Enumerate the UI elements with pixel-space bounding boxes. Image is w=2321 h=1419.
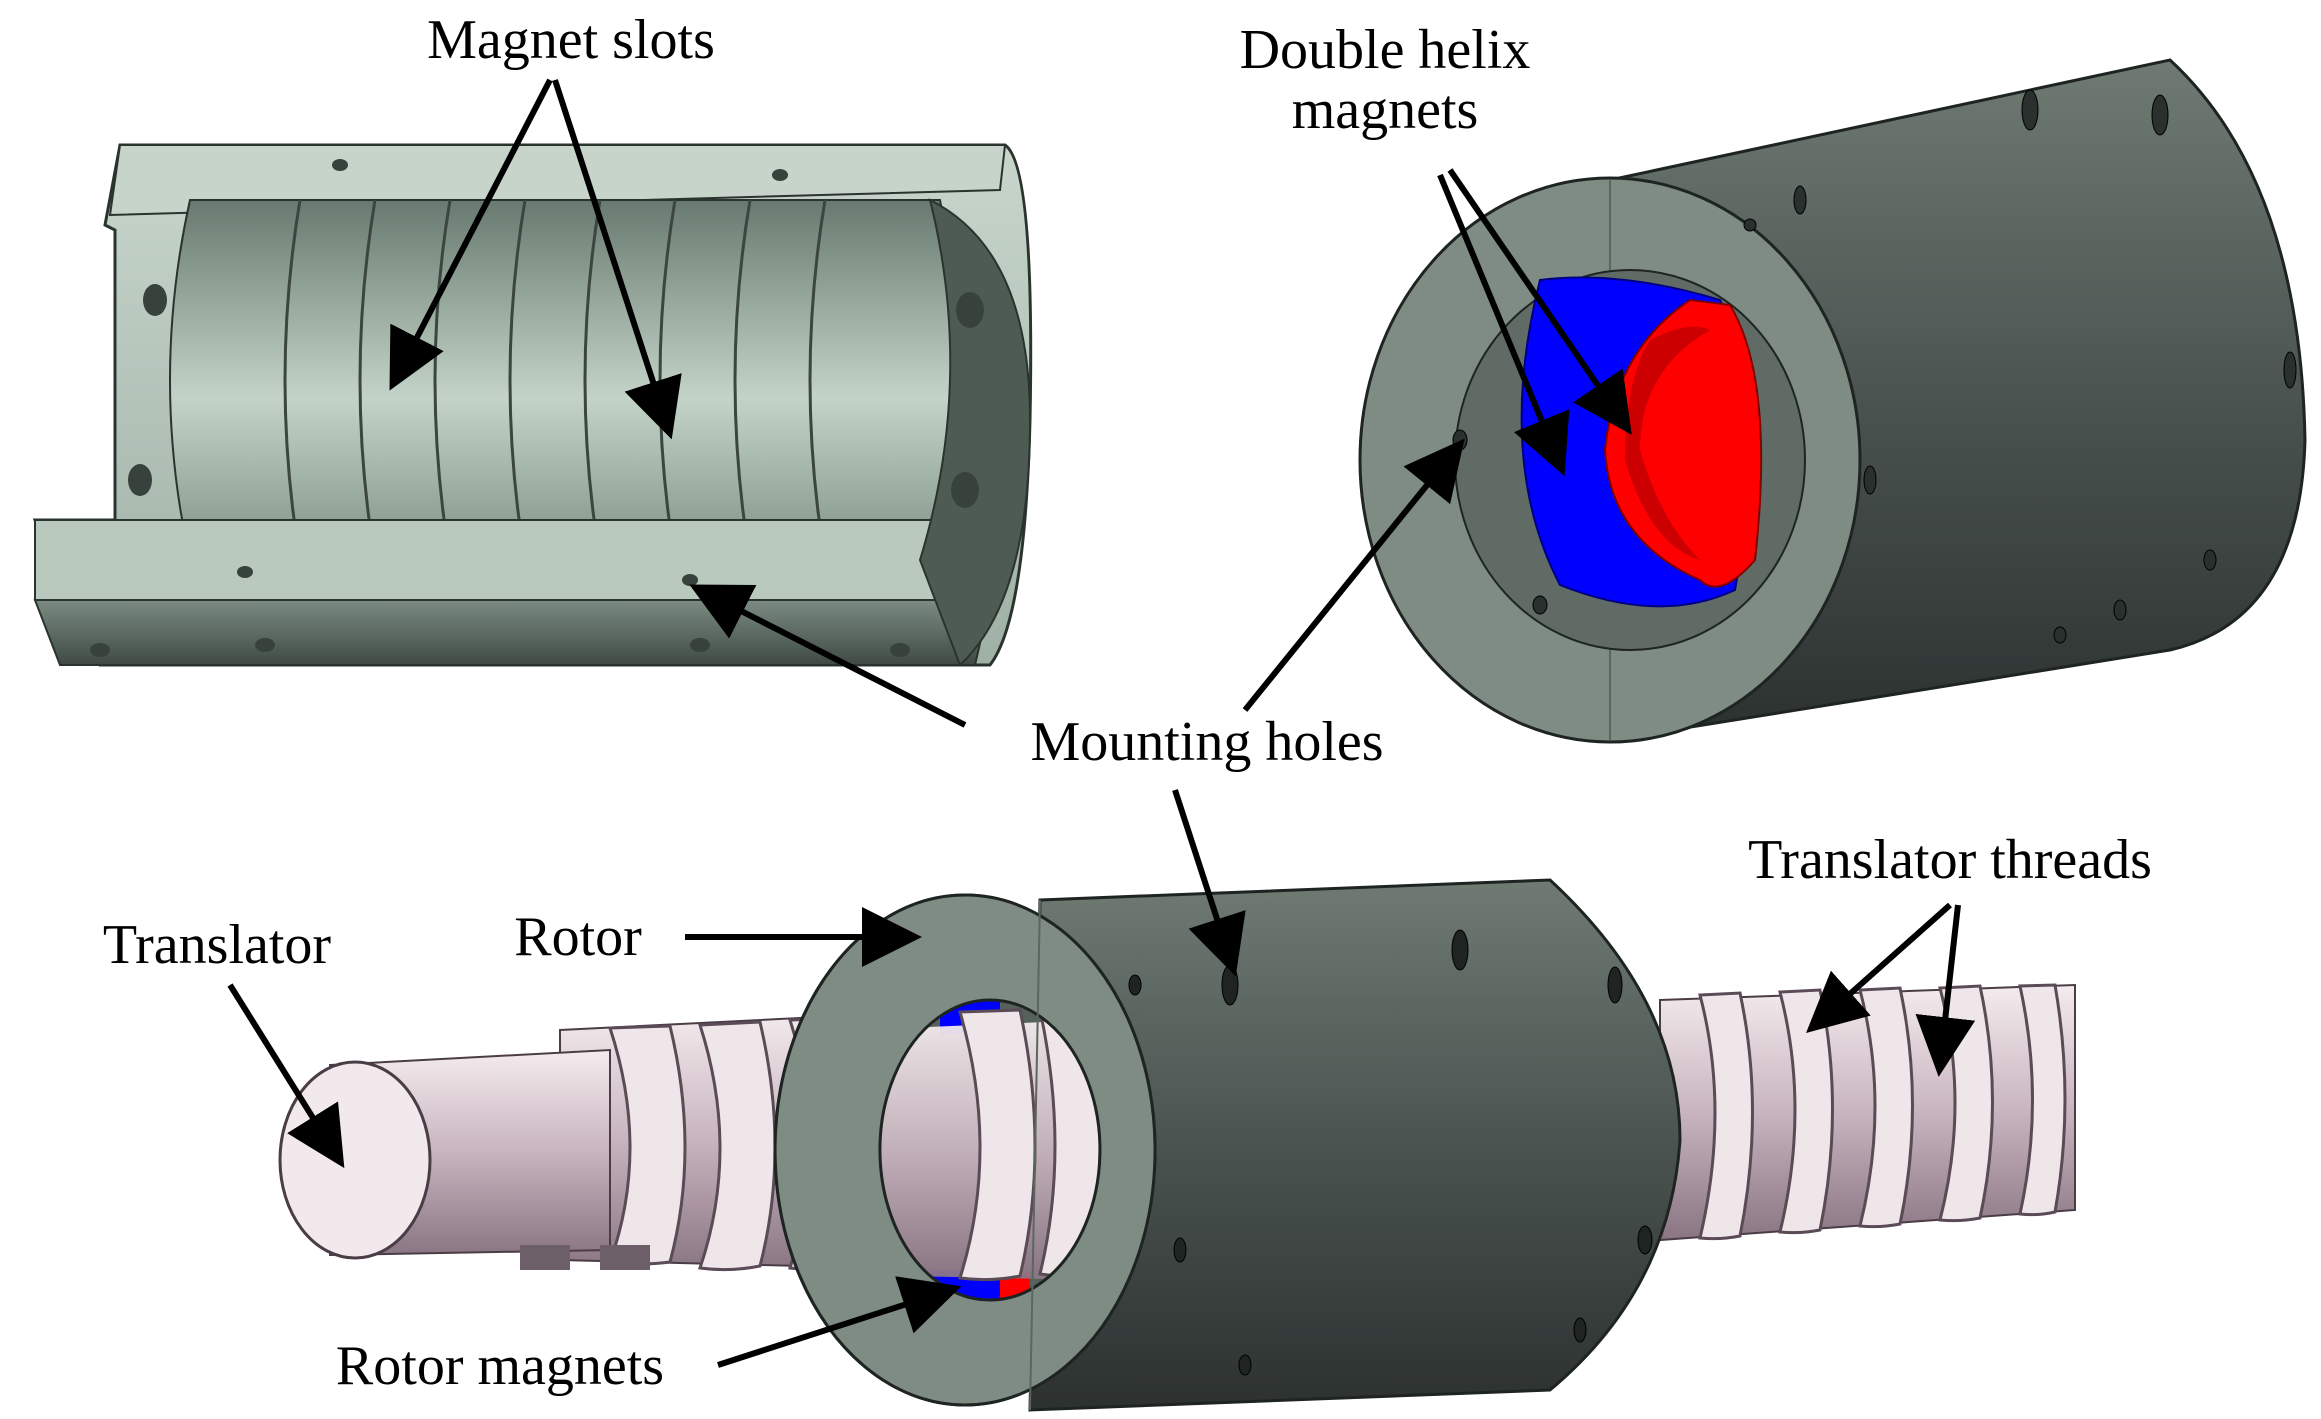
- stator-bottom-shadow: [33, 599, 992, 666]
- translator-assembly: [278, 878, 2076, 1412]
- label-mounting-holes: Mounting holes: [1030, 711, 1383, 773]
- arrow-translator-threads-2: [1915, 904, 1976, 1077]
- label-double-helix-line2: magnets: [1292, 79, 1479, 141]
- rotor-face-seam-bottom: [1029, 899, 1041, 1411]
- arrow-translator-threads-1: [1806, 902, 1952, 1033]
- stator-cutaway: [32, 143, 1033, 667]
- label-rotor: Rotor: [514, 906, 642, 968]
- arrow-mounting-holes-3: [1172, 789, 1246, 977]
- label-translator: Translator: [103, 914, 332, 976]
- rotor-assembly-top: [1358, 58, 2307, 744]
- label-rotor-magnets: Rotor magnets: [336, 1335, 664, 1397]
- magnet-slot-grooves: [283, 199, 827, 561]
- label-double-helix-line1: Double helix: [1240, 19, 1531, 81]
- arrow-translator: [227, 983, 345, 1169]
- rotor-front-ring: [773, 893, 1157, 1407]
- arrow-magnet-slots-2: [552, 79, 682, 440]
- rotor-seam-bottom: [1039, 879, 1551, 901]
- labels: Magnet slots Double helix magnets Mounti…: [103, 9, 2152, 1397]
- translator-feet: [520, 1245, 650, 1270]
- arrow-magnet-slots-1: [389, 78, 553, 391]
- label-translator-threads: Translator threads: [1748, 829, 2152, 891]
- red-magnet-inner-top: [1625, 326, 1710, 560]
- arrow-rotor-magnets: [717, 1276, 962, 1368]
- arrow-double-helix-2: [1447, 168, 1632, 435]
- rotor-body-bottom: [1028, 878, 1682, 1412]
- stator-mounting-holes: [90, 159, 984, 657]
- stator-bottom-rim: [34, 519, 991, 601]
- stator-inner-bore: [169, 199, 959, 561]
- arrow-mounting-holes-2: [1242, 438, 1465, 712]
- label-magnet-slots: Magnet slots: [427, 9, 715, 71]
- translator-end-face: [278, 1060, 432, 1260]
- rotor-bottom-mounting-holes: [1128, 929, 1653, 1376]
- arrow-mounting-holes-1: [689, 584, 967, 728]
- rotor-seam-top: [1609, 59, 2171, 181]
- annotation-arrows: [227, 78, 1976, 1368]
- arrow-double-helix-1: [1437, 173, 1570, 477]
- stator-end-face: [918, 198, 1032, 667]
